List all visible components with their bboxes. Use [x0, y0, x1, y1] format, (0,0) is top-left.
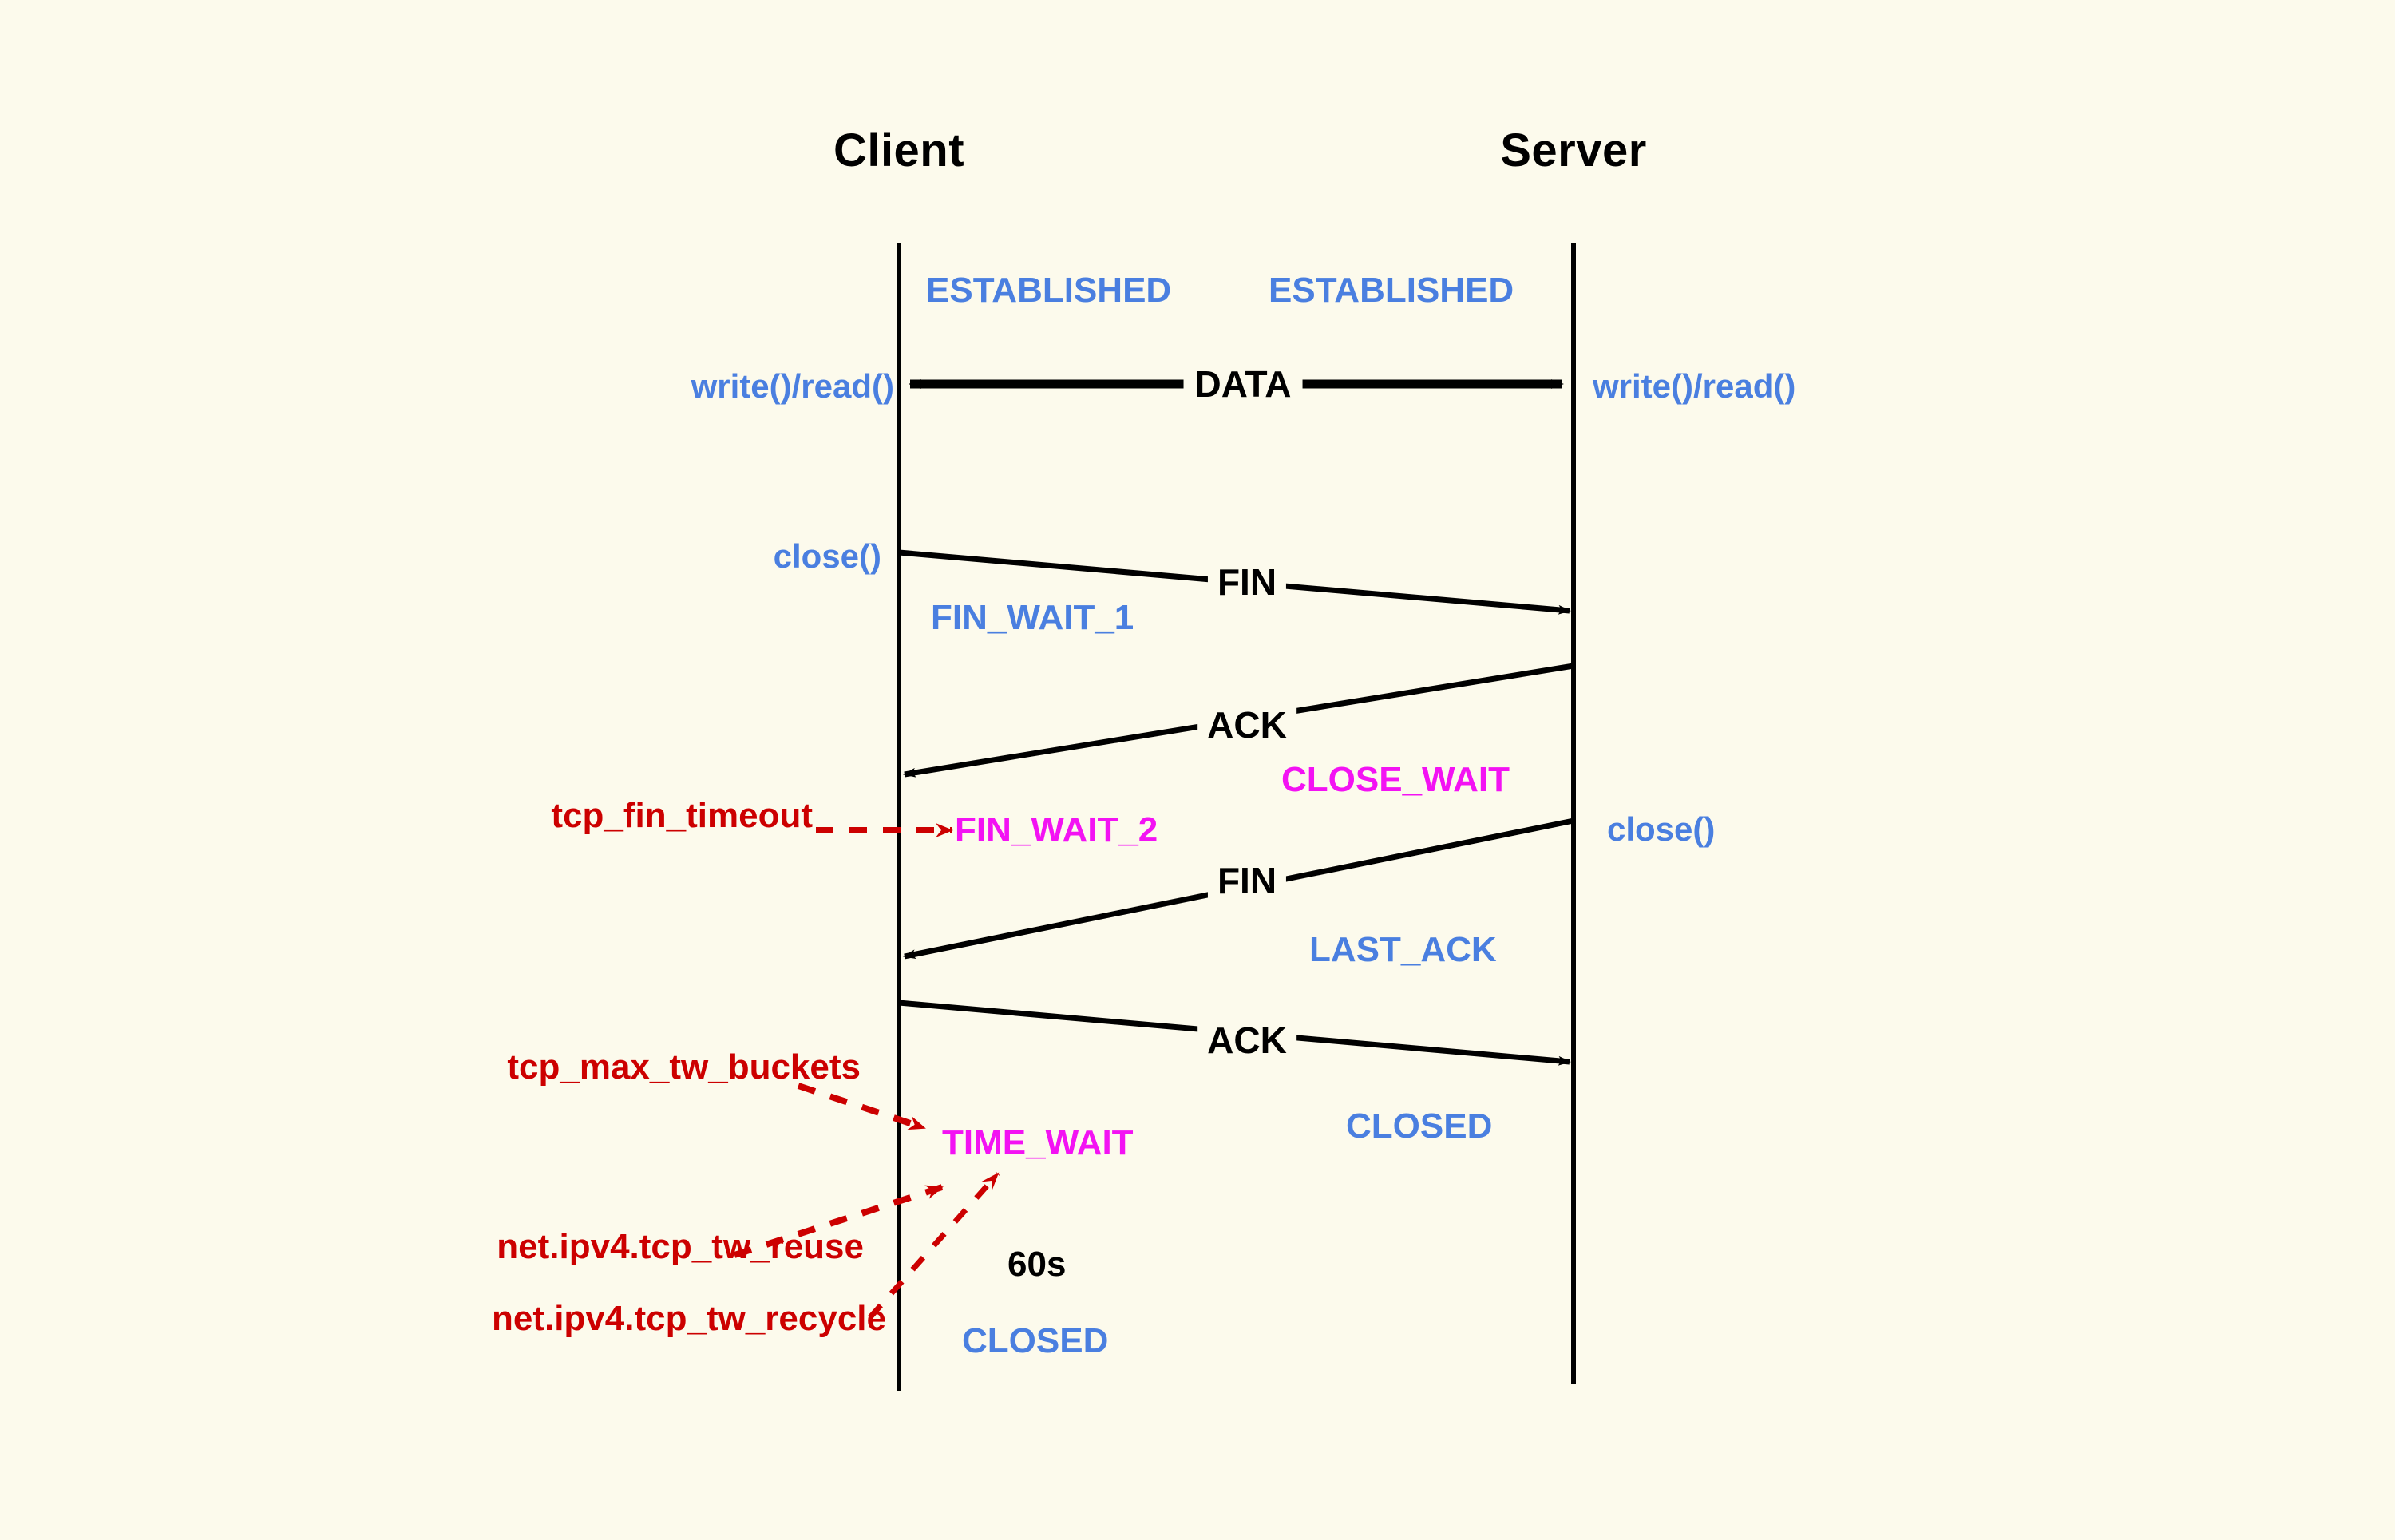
server-state-last-ack: LAST_ACK: [1309, 930, 1497, 969]
arrow-tcp-tw-recycle: [868, 1171, 1000, 1320]
message-ack-1: ACK: [1198, 707, 1296, 743]
server-title: Server: [1500, 125, 1647, 176]
server-state-established: ESTABLISHED: [1269, 271, 1514, 310]
sysctl-net-ipv4-tcp-tw-reuse: net.ipv4.tcp_tw_reuse: [497, 1227, 864, 1266]
client-state-fin-wait-2: FIN_WAIT_2: [955, 810, 1158, 849]
sysctl-net-ipv4-tcp-tw-recycle: net.ipv4.tcp_tw_recycle: [491, 1299, 886, 1338]
sysctl-tcp-fin-timeout: tcp_fin_timeout: [551, 796, 813, 835]
arrow-tcp-max-tw-buckets: [797, 1083, 926, 1131]
message-ack-2: ACK: [1198, 1022, 1296, 1059]
message-fin-2: FIN: [1207, 862, 1287, 899]
message-data: DATA: [1183, 366, 1303, 402]
client-api-write-read: write()/read(): [691, 367, 894, 405]
client-state-fin-wait-1: FIN_WAIT_1: [931, 598, 1134, 637]
server-api-close: close(): [1607, 810, 1716, 848]
client-state-closed: CLOSED: [962, 1321, 1109, 1360]
arrow-tcp-tw-reuse: [733, 1184, 944, 1258]
message-fin-1: FIN: [1207, 564, 1287, 600]
server-state-closed: CLOSED: [1346, 1107, 1493, 1146]
sysctl-tcp-max-tw-buckets: tcp_max_tw_buckets: [507, 1047, 861, 1087]
client-state-time-wait: TIME_WAIT: [942, 1123, 1134, 1162]
server-state-close-wait: CLOSE_WAIT: [1281, 760, 1510, 799]
server-api-write-read: write()/read(): [1593, 367, 1796, 405]
client-title: Client: [833, 125, 965, 176]
client-api-close: close(): [773, 537, 881, 575]
time-wait-duration: 60s: [1007, 1245, 1067, 1284]
client-state-established: ESTABLISHED: [926, 271, 1172, 310]
